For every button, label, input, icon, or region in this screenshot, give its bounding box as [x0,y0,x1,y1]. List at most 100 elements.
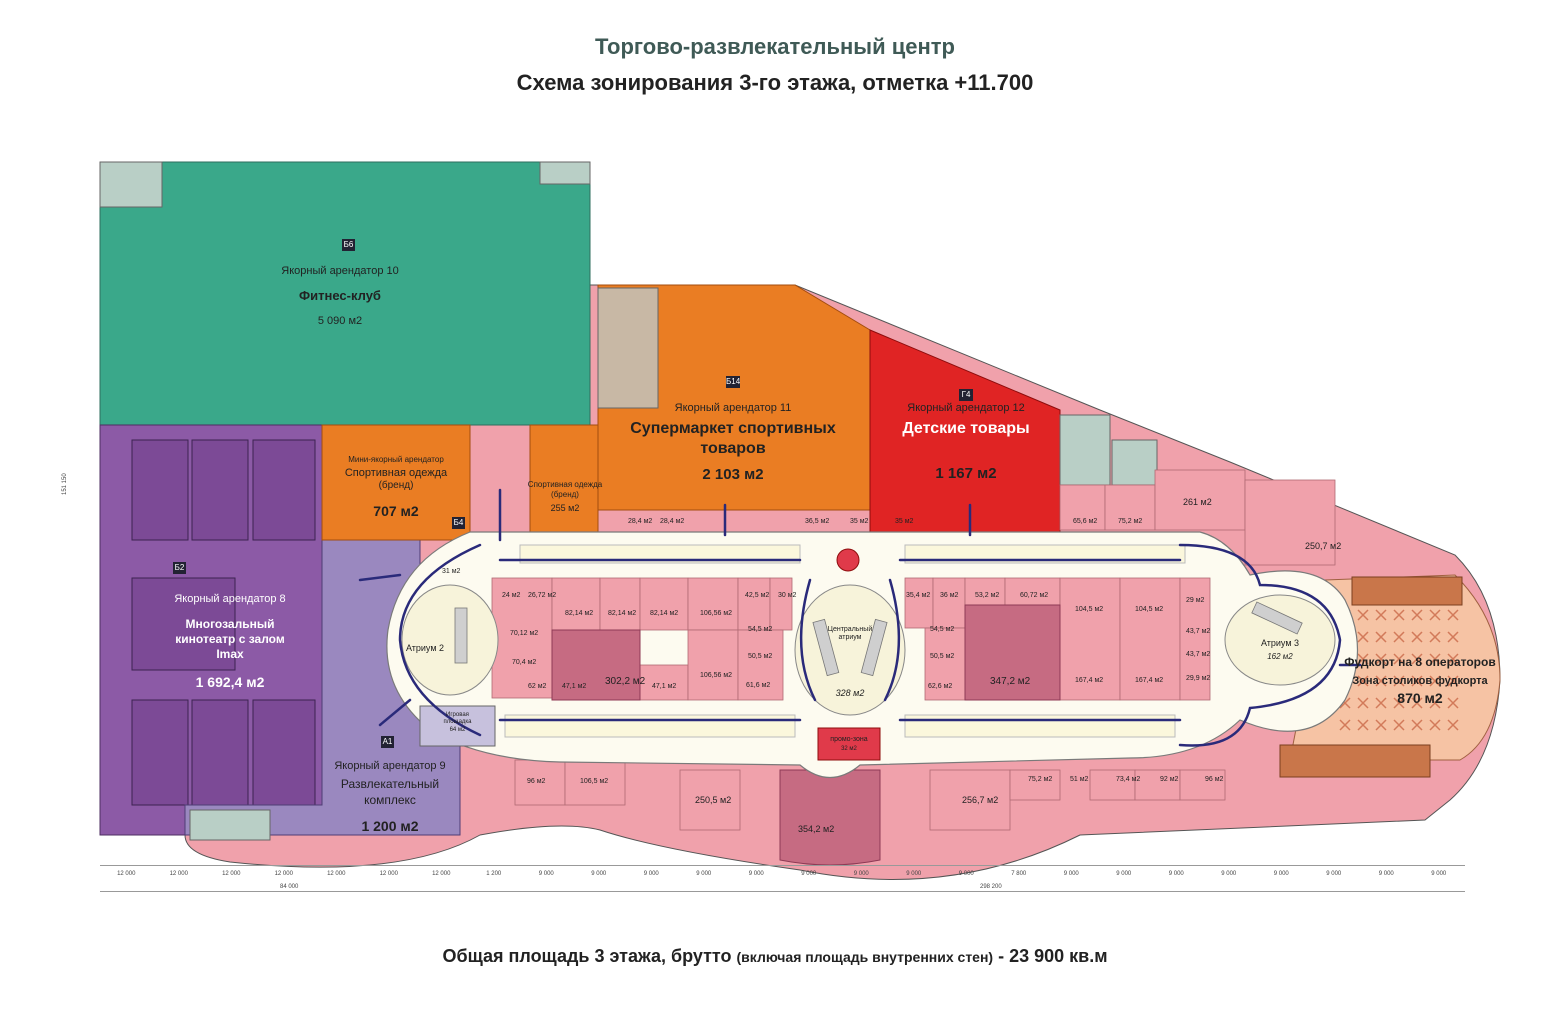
unit-area: 104,5 м2 [1075,606,1104,613]
play-area-area: 64 м2 [449,727,466,733]
promo-label: промо-зона [830,736,868,743]
foodcourt-table [1411,609,1423,621]
unit-area: 70,4 м2 [512,659,537,666]
atrium-2-label: Атриум 2 [405,643,445,653]
foodcourt-table [1357,609,1369,621]
unit-area: 70,12 м2 [510,630,539,637]
axis-dimension-label: 12 000 [379,871,398,877]
unit-area: 62 м2 [528,683,547,690]
unit-area: 96 м2 [527,778,546,785]
zone-code-badge: А1 [381,736,394,748]
mini-anchor-name-1: Спортивная одежда [344,467,448,479]
unit-area: 302,2 м2 [605,676,646,687]
unit-area: 61,6 м2 [746,682,771,689]
kids-name: Детские товары [902,420,1030,437]
axis-dimension-label: 9 000 [1168,871,1184,877]
zone-sport-brand [529,424,599,541]
unit-area: 30 м2 [778,592,797,599]
atrium-3-label: Атриум 3 [1260,638,1300,648]
unit-area: 82,14 м2 [565,610,594,617]
foodcourt-table [1429,653,1441,665]
cinema-area: 1 692,4 м2 [195,674,265,690]
corridor-band [519,544,801,564]
central-atrium [794,584,906,716]
footer-total: Общая площадь 3 этажа, брутто (включая п… [0,946,1550,967]
corridor-band [904,544,1186,564]
unit-area: 65,6 м2 [1073,518,1098,525]
unit-area: 75,2 м2 [1028,776,1053,783]
sport-brand-area: 255 м2 [550,503,580,513]
foodcourt-table [1393,719,1405,731]
fitness-area: 5 090 м2 [317,315,363,327]
unit-area: 24 м2 [502,592,521,599]
unit-area: 104,5 м2 [1135,606,1164,613]
unit-area: 35 м2 [895,518,914,525]
axis-dimension-label: 12 000 [327,871,346,877]
axis-dimension-label: 9 000 [538,871,554,877]
axis-dimension-label: 9 000 [591,871,607,877]
foodcourt-table [1411,653,1423,665]
foodcourt-table [1411,631,1423,643]
axis-dimension-label: 12 000 [169,871,188,877]
shop-302 [551,629,641,701]
central-atrium-area: 328 м2 [835,688,865,698]
foodcourt-table [1429,719,1441,731]
unit-area: 35,4 м2 [906,592,931,599]
unit-area: 354,2 м2 [798,824,835,834]
foodcourt-name: Фудкорт на 8 операторов [1344,655,1496,669]
axis-dimension-label: 12 000 [432,871,451,877]
fitness-label: Якорный арендатор 10 [281,265,399,277]
fitness-name: Фитнес-клуб [299,288,381,303]
foodcourt-table [1429,675,1441,687]
axis-dimension-label: 9 000 [1326,871,1342,877]
promo-area: 32 м2 [841,746,857,752]
play-area-label-1: Игровая [446,712,469,718]
foodcourt-table [1375,653,1387,665]
unit-area: 60,72 м2 [1020,592,1049,599]
unit-area: 29,9 м2 [1186,675,1211,682]
sport-brand-name-1: Спортивная одежда [527,480,603,489]
unit-area: 28,4 м2 [628,518,653,525]
zone-mini-anchor [321,424,471,541]
axis-dimension-label: 12 000 [117,871,136,877]
axis-total-left: 84 000 [280,884,299,890]
play-area [419,705,496,747]
foodcourt-table [1357,697,1369,709]
unit-area: 42,5 м2 [745,592,770,599]
foodcourt-table [1339,719,1351,731]
entertainment-label: Якорный арендатор 9 [334,760,446,772]
axis-total-side: 151 150 [62,473,68,495]
axis-dimension-label: 12 000 [274,871,293,877]
atrium-3-area: 162 м2 [1267,652,1293,661]
unit-area: 36 м2 [940,592,959,599]
foodcourt-table [1357,719,1369,731]
unit-area: 96 м2 [1205,776,1224,783]
foodcourt-table [1393,609,1405,621]
footer-total-value: - 23 900 кв.м [998,946,1108,966]
unit-area: 43,7 м2 [1186,628,1211,635]
unit-area: 261 м2 [1183,497,1212,507]
axis-dimension-label: 9 000 [958,871,974,877]
cinema-halls [131,439,316,806]
unit-area: 47,1 м2 [652,683,677,690]
unit-area: 51 м2 [1070,776,1089,783]
footer-main: Общая площадь 3 этажа, брутто [442,946,732,966]
mini-anchor-name-2: (бренд) [378,480,414,491]
central-atrium-label-1: Центральный [827,626,873,633]
service-room [189,809,271,841]
foodcourt-table [1393,675,1405,687]
unit-area: 53,2 м2 [975,592,1000,599]
mini-anchor-area: 707 м2 [373,503,419,519]
entertainment-area: 1 200 м2 [361,818,419,834]
axis-dimension-label: 1 200 [486,871,502,877]
unit-area: 73,4 м2 [1116,776,1141,783]
unit-area: 75,2 м2 [1118,518,1143,525]
unit-area: 28,4 м2 [660,518,685,525]
service-room [99,161,163,208]
zone-code-badge: Б6 [342,239,355,251]
foodcourt-table [1447,631,1459,643]
foodcourt-table [1393,653,1405,665]
promo-circle [836,548,860,572]
